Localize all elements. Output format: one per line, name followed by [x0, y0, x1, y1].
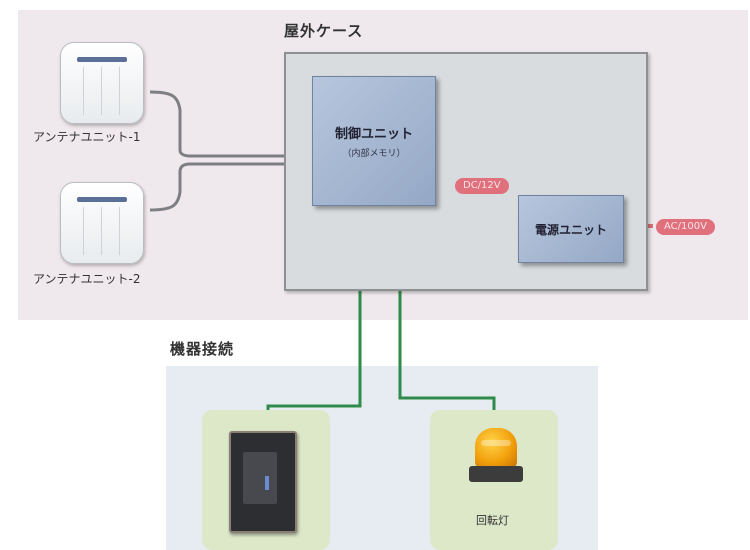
card-reader-panel: [243, 452, 277, 504]
antenna-unit-1-icon: [60, 42, 144, 124]
beacon-connection: [398, 204, 496, 412]
antenna2-cable: [149, 162, 312, 212]
power-unit-title: 電源ユニット: [534, 222, 607, 237]
dc-voltage-label: DC/12V: [455, 178, 509, 194]
outdoor-case-title: 屋外ケース: [284, 22, 364, 40]
antenna1-cable: [149, 90, 312, 158]
rotating-light-highlight: [481, 440, 511, 446]
rotating-light-icon: [475, 428, 517, 468]
ac-voltage-label: AC/100V: [656, 219, 715, 235]
antenna-unit-1-label: アンテナユニット-1: [33, 130, 141, 144]
control-unit-title: 制御ユニット: [334, 127, 413, 142]
power-unit: 電源ユニット: [518, 195, 624, 263]
antenna-unit-2-icon: [60, 182, 144, 264]
control-unit: 制御ユニット （内部メモリ）: [312, 76, 436, 206]
equipment-section-title: 機器接続: [170, 340, 235, 358]
card-reader-indicator: [265, 476, 269, 490]
antenna-unit-2-label: アンテナユニット-2: [33, 272, 141, 286]
rotating-light-base: [469, 466, 523, 482]
control-unit-subtitle: （内部メモリ）: [342, 149, 406, 159]
beacon-device-label: 回転灯: [476, 514, 509, 527]
